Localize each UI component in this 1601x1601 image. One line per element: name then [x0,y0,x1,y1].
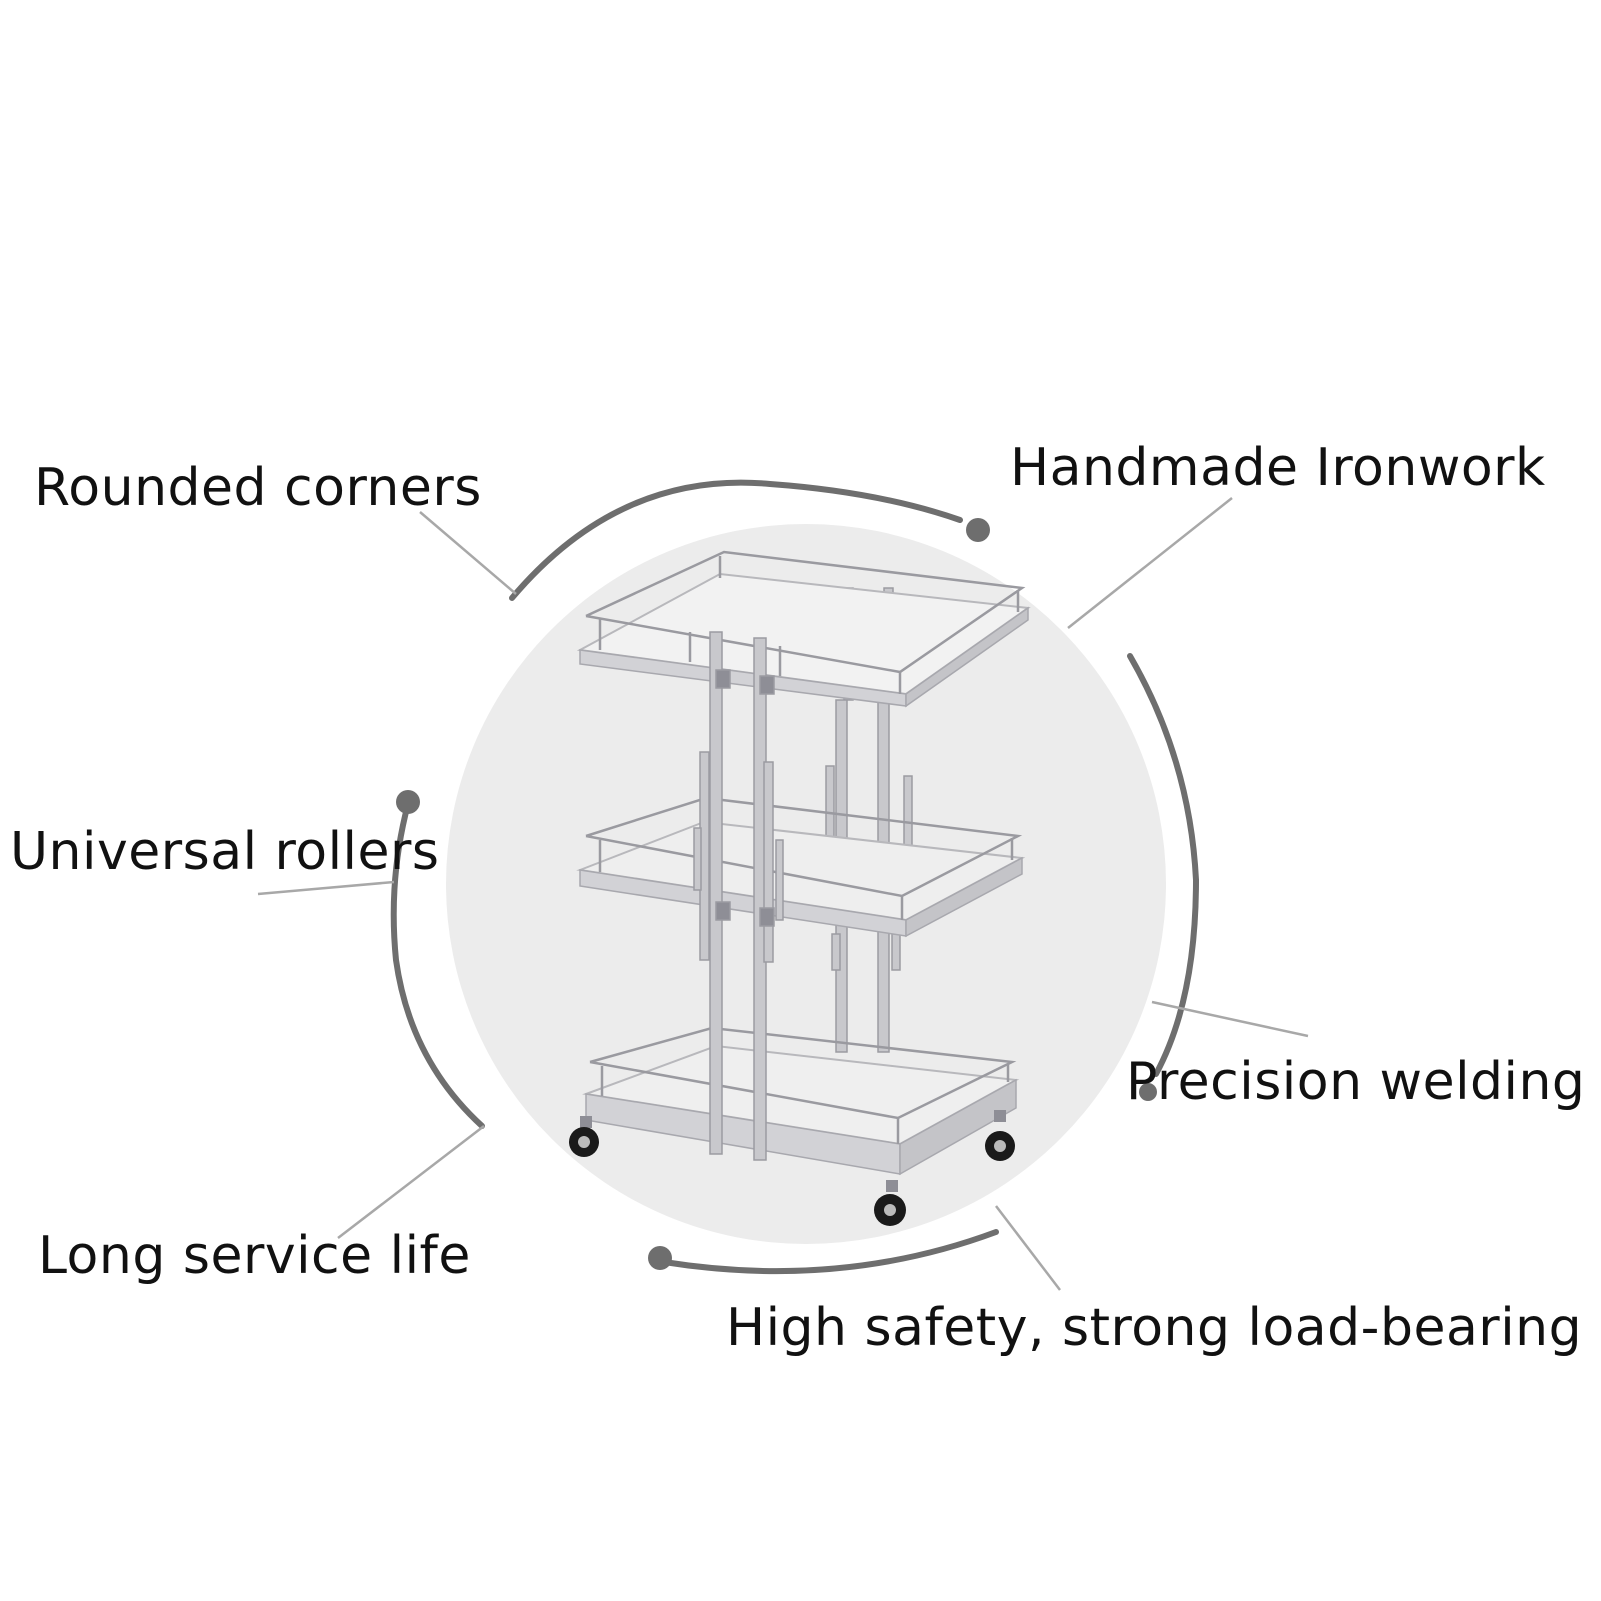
arc-dot [1139,1083,1157,1101]
arc-dot [396,790,420,814]
shelf-side-edge [905,856,1023,938]
shelf-top [576,550,1031,708]
shelf-middle [576,796,1026,938]
leader-line [337,1125,485,1239]
feature-label-precision-welding: Precision welding [1126,1052,1586,1112]
leader-line [995,1205,1061,1291]
arc-bottom [661,1229,999,1275]
shelf-side-edge [899,1078,1017,1176]
arc-dot [648,1246,672,1270]
feature-label-handmade-ironwork: Handmade Ironwork [1010,438,1546,498]
leader-line [419,511,517,595]
arc-left [390,801,485,1129]
leader-line [1151,1000,1309,1038]
leader-line [1067,497,1233,629]
arc-top [509,479,963,601]
leader-line [257,880,395,896]
caster [985,1110,1015,1161]
cart [569,550,1031,1226]
caster-wheels [569,1110,1015,1226]
caster [569,1116,599,1157]
feature-label-high-safety: High safety, strong load-bearing [726,1298,1583,1358]
feature-label-long-service-life: Long service life [38,1226,471,1286]
front-posts [693,631,784,1161]
shelf-rail [585,796,1023,898]
caster [874,1180,906,1226]
shelf-side-edge [905,606,1029,708]
shelf-bottom [582,1026,1020,1176]
feature-label-universal-rollers: Universal rollers [10,822,440,882]
feature-label-rounded-corners: Rounded corners [34,458,482,518]
arc-right [1127,653,1200,1077]
shelf-rail [589,1026,1017,1120]
shelf-rail [585,550,1026,674]
arc-dot [966,518,990,542]
